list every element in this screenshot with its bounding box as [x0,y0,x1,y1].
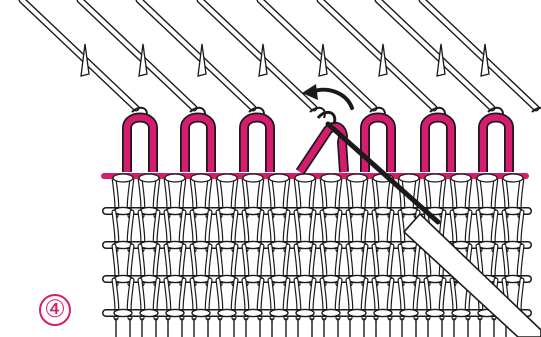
loop-outline [185,118,211,173]
stitch-head [192,309,210,316]
stitch-head [139,174,159,182]
stitch-head [374,309,392,316]
bottom-leg [324,318,338,337]
bottom-leg [272,318,286,337]
stitch-head [243,174,263,182]
needle-shaft [80,0,194,108]
stitch-head [321,174,341,182]
needle-bed [22,0,541,172]
loop-outline [365,118,391,173]
stitch-head [477,174,497,182]
bottom-leg [454,318,468,337]
bottom-leg [298,318,312,337]
loop-outline [244,118,270,173]
bottom-leg [194,318,208,337]
bottom-leg [350,318,364,337]
step-number-ring [40,295,70,325]
bottom-leg [376,318,390,337]
bottom-leg [246,318,260,337]
stitch-head [451,174,471,182]
stitch-head [295,174,315,182]
stitch-head [217,174,237,182]
stitch-head [399,174,419,182]
loop-outline [127,118,153,173]
needle-shaft [22,0,136,108]
stitch-head [140,309,158,316]
stitch-head [165,174,185,182]
needle-shaft [139,0,253,108]
stitch-head [400,309,418,316]
stitch-head [113,174,133,182]
bottom-leg [220,318,234,337]
stitch-head [426,309,444,316]
bottom-leg [402,318,416,337]
stitch-head [191,174,211,182]
stitch-head [425,174,445,182]
stitch-head [296,309,314,316]
stitch-head [114,309,132,316]
stitch-head [348,309,366,316]
bottom-leg [116,318,130,337]
bottom-leg [428,318,442,337]
bottom-leg [480,318,494,337]
loop-outline [425,118,451,173]
stitch-head [503,174,523,182]
arrow-curve [312,90,352,108]
stitch-head [322,309,340,316]
bottom-leg [142,318,156,337]
loop-outline [483,118,509,173]
stitch-head [347,174,367,182]
needle-shaft [200,0,314,108]
stitch-head [452,309,470,316]
bottom-leg [168,318,182,337]
stitch-head [269,174,289,182]
stitch-head [166,309,184,316]
stitch-head [218,309,236,316]
stitch-head [244,309,262,316]
stitch-head [270,309,288,316]
